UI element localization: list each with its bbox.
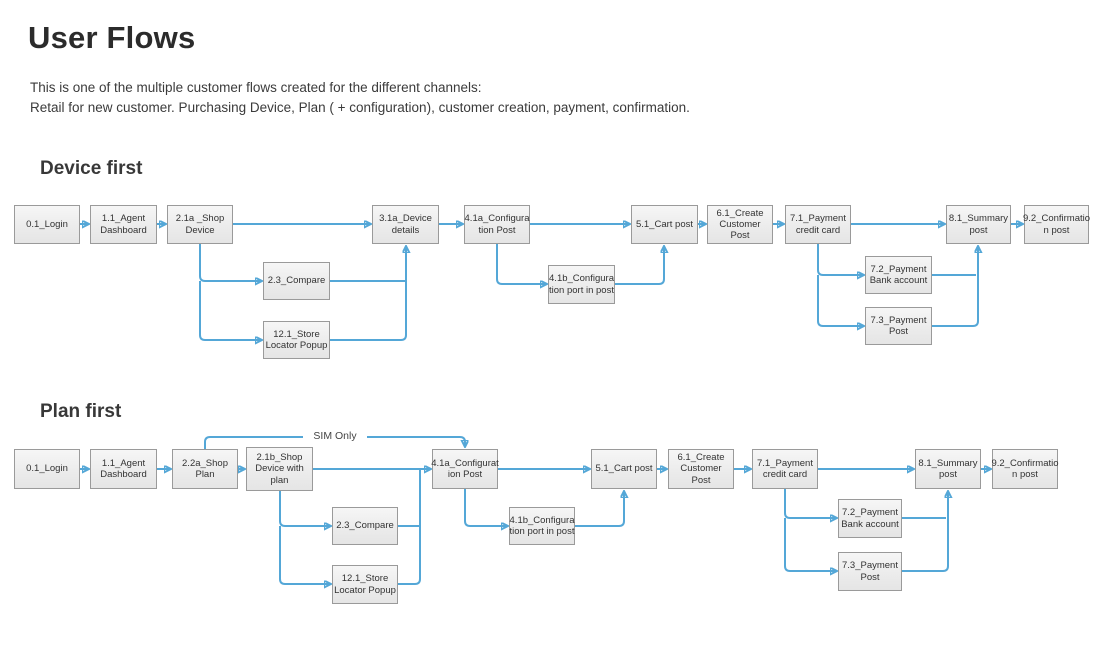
node-plan-create-customer-post: 6.1_Create Customer Post	[668, 449, 734, 489]
node-device-device-details: 3.1a_Device details	[372, 205, 439, 244]
description-line-2: Retail for new customer. Purchasing Devi…	[30, 99, 690, 115]
connector-path	[398, 469, 421, 585]
description-line-1: This is one of the multiple customer flo…	[30, 80, 482, 95]
connector-path	[464, 489, 507, 526]
connector-path	[932, 247, 978, 327]
node-plan-configuration-post: 4.1a_Configurat ion Post	[431, 449, 499, 489]
node-device-agent-dashboard: 1.1_Agent Dashboard	[90, 205, 157, 244]
node-plan-shop-plan: 2.2a_Shop Plan	[172, 449, 238, 489]
node-plan-confirmation-post: 9.2_Confirmatio n post	[991, 449, 1059, 489]
node-plan-agent-dashboard: 1.1_Agent Dashboard	[90, 449, 157, 489]
node-plan-payment-bank-account: 7.2_Payment Bank account	[838, 499, 902, 538]
node-device-configuration-post: 4.1a_Configura tion Post	[464, 205, 530, 244]
node-plan-cart-post: 5.1_Cart post	[591, 449, 657, 489]
node-device-cart-post: 5.1_Cart post	[631, 205, 698, 244]
node-plan-payment-credit-card: 7.1_Payment credit card	[752, 449, 818, 489]
node-device-configuration-port-post: 4.1b_Configura tion port in post	[548, 265, 615, 304]
connector-path	[784, 489, 836, 518]
node-plan-compare: 2.3_Compare	[332, 507, 398, 545]
page-description: This is one of the multiple customer flo…	[30, 78, 690, 117]
node-device-store-locator: 12.1_Store Locator Popup	[263, 321, 330, 359]
connector-path	[496, 244, 546, 284]
connector-path	[902, 492, 948, 572]
section-heading-plan-first: Plan first	[40, 401, 122, 422]
node-plan-shop-device-with-plan: 2.1b_Shop Device with plan	[246, 447, 313, 491]
node-plan-payment-post: 7.3_Payment Post	[838, 552, 902, 591]
node-plan-store-locator: 12.1_Store Locator Popup	[332, 565, 398, 604]
connector-path	[817, 275, 863, 326]
connector-path	[330, 247, 406, 341]
node-device-create-customer-post: 6.1_Create Customer Post	[707, 205, 773, 244]
node-plan-summary-post: 8.1_Summary post	[915, 449, 981, 489]
node-device-payment-post: 7.3_Payment Post	[865, 307, 932, 345]
section-heading-device-first: Device first	[40, 158, 143, 179]
connector-path	[199, 244, 261, 281]
node-device-login: 0.1_Login	[14, 205, 80, 244]
node-device-payment-credit-card: 7.1_Payment credit card	[785, 205, 851, 244]
sim-only-label: SIM Only	[303, 430, 367, 442]
connector-path	[817, 244, 863, 275]
node-device-payment-bank-account: 7.2_Payment Bank account	[865, 256, 932, 294]
node-device-confirmation-post: 9.2_Confirmatio n post	[1023, 205, 1090, 244]
connector-path	[199, 281, 261, 340]
connector-path	[279, 491, 330, 526]
page-title: User Flows	[28, 20, 196, 55]
connector-path	[279, 526, 330, 584]
node-device-summary-post: 8.1_Summary post	[946, 205, 1011, 244]
connector-path	[575, 492, 624, 527]
node-plan-login: 0.1_Login	[14, 449, 80, 489]
node-device-compare: 2.3_Compare	[263, 262, 330, 300]
connector-path	[784, 518, 836, 571]
node-plan-configuration-port-post: 4.1b_Configura tion port in post	[509, 507, 575, 545]
node-device-shop-device: 2.1a _Shop Device	[167, 205, 233, 244]
connector-path	[615, 247, 664, 285]
